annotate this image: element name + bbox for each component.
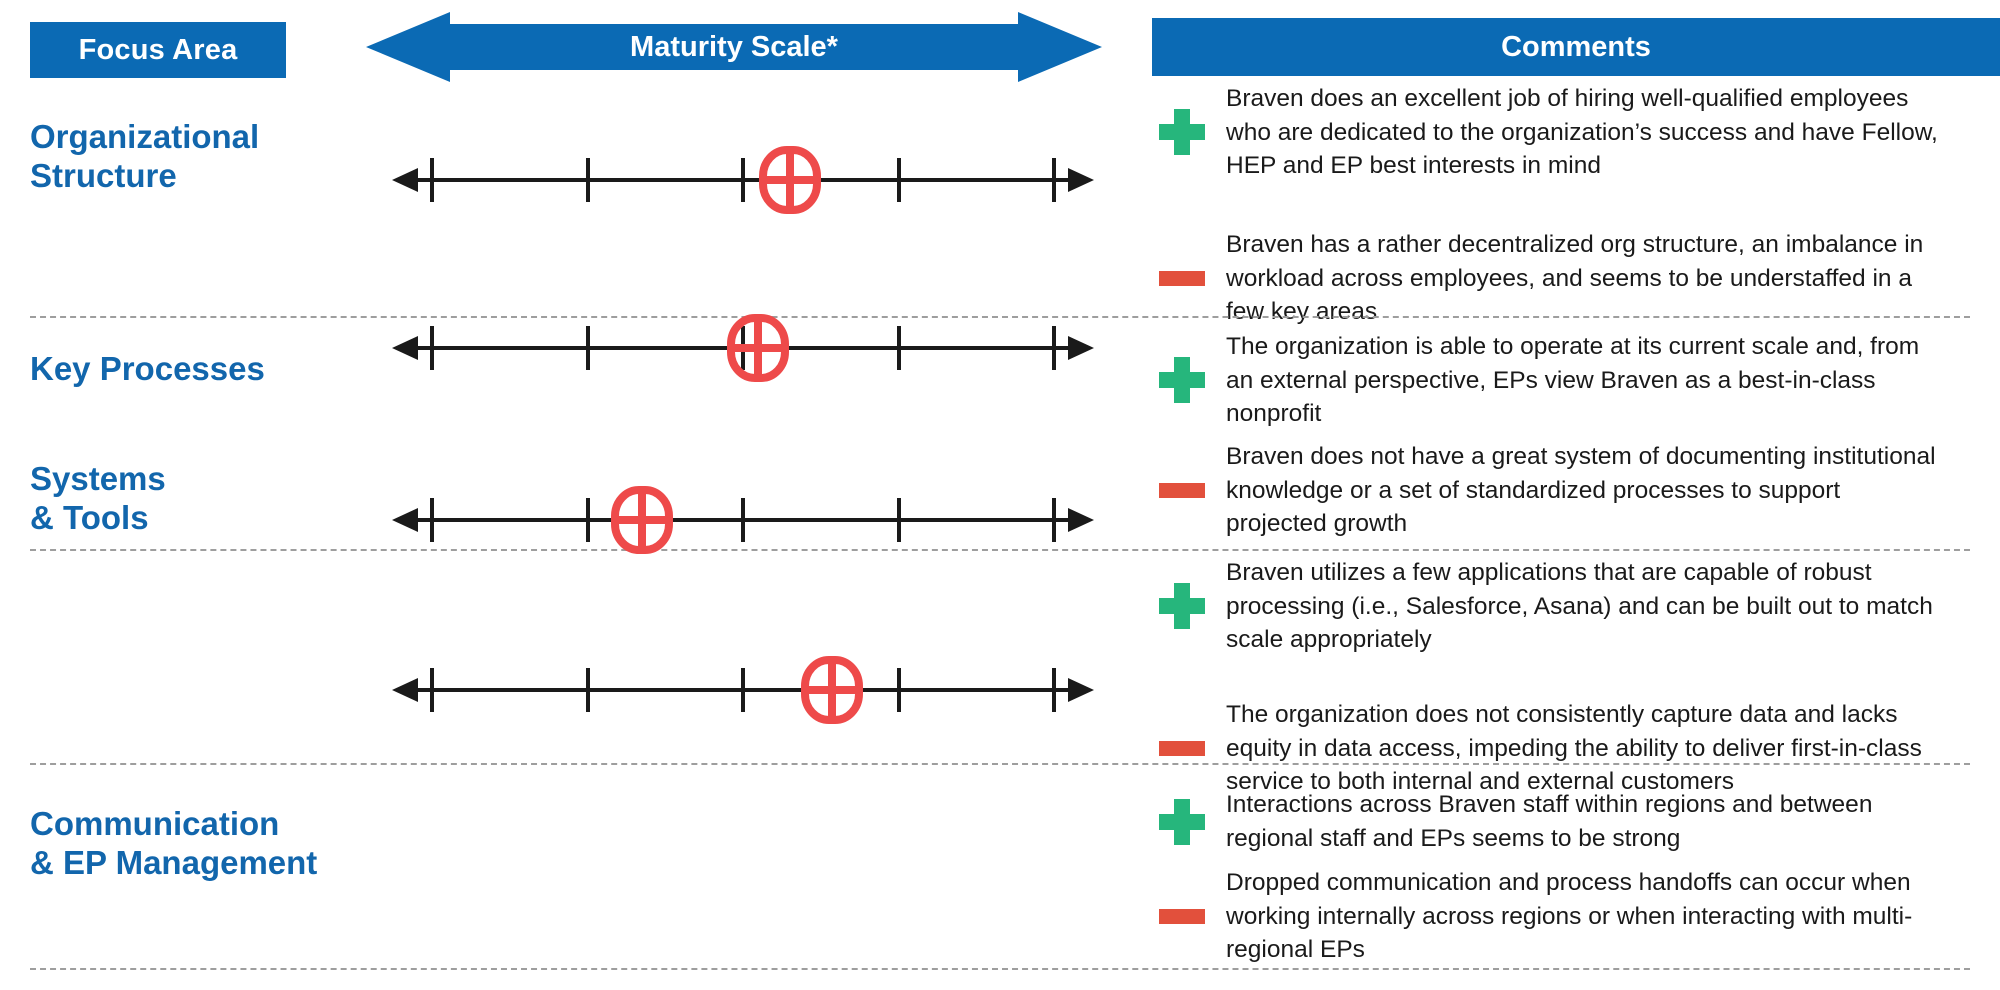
minus-icon-wrap [1152, 228, 1212, 329]
maturity-scale-axis [392, 486, 1094, 554]
comment-text: Braven utilizes a few applications that … [1226, 559, 1933, 654]
comment-text: Braven does an excellent job of hiring w… [1226, 85, 1938, 180]
comment-text: The organization does not consistently c… [1226, 701, 1922, 796]
plus-icon-wrap [1152, 82, 1212, 183]
focus-label-line2: & EP Management [30, 843, 318, 881]
plus-icon-wrap [1152, 330, 1212, 431]
comment-positive: Interactions across Braven staff within … [1152, 788, 1946, 855]
focus-area-communication-ep-management: Communication & EP Management [30, 805, 330, 883]
maturity-marker-icon [759, 146, 821, 214]
focus-area-systems-and-tools: Systems & Tools [30, 460, 330, 538]
maturity-scale-organizational-structure[interactable] [392, 140, 1094, 214]
header-focus-area: Focus Area [30, 22, 286, 78]
minus-icon-wrap [1152, 698, 1212, 799]
focus-label-line1: Communication [30, 805, 280, 842]
focus-label-line2: Structure [30, 156, 177, 194]
comment-text: Interactions across Braven staff within … [1226, 791, 1873, 852]
minus-icon [1159, 740, 1205, 756]
focus-area-key-processes: Key Processes [30, 350, 330, 389]
comment-negative: The organization does not consistently c… [1152, 698, 1946, 799]
header-maturity-scale-arrow: Maturity Scale* [366, 10, 1102, 84]
minus-icon-wrap [1152, 440, 1212, 541]
plus-icon-wrap [1152, 556, 1212, 657]
maturity-scale-axis [392, 656, 1094, 724]
comment-positive: The organization is able to operate at i… [1152, 330, 1946, 431]
header-focus-area-label: Focus Area [78, 33, 238, 66]
comment-negative: Dropped communication and process handof… [1152, 866, 1946, 967]
maturity-scale-key-processes[interactable] [392, 308, 1094, 382]
plus-icon [1159, 583, 1205, 630]
double-arrow-shape [366, 12, 1102, 82]
row-divider [30, 968, 1970, 970]
focus-label-line2: & Tools [30, 498, 149, 536]
focus-label-line1: Systems [30, 460, 166, 497]
maturity-scale-communication-ep-management[interactable] [392, 650, 1094, 724]
comment-positive: Braven utilizes a few applications that … [1152, 556, 1946, 657]
minus-icon-wrap [1152, 866, 1212, 967]
maturity-marker-icon [801, 656, 863, 724]
header-comments-label: Comments [1501, 30, 1651, 63]
plus-icon-wrap [1152, 788, 1212, 855]
comment-text: Braven does not have a great system of d… [1226, 443, 1936, 538]
focus-area-organizational-structure: Organizational Structure [30, 118, 330, 196]
minus-icon [1159, 482, 1205, 498]
minus-icon [1159, 270, 1205, 286]
header-comments: Comments [1152, 18, 2000, 76]
comment-negative: Braven has a rather decentralized org st… [1152, 228, 1946, 329]
focus-label-line1: Organizational [30, 118, 260, 155]
comment-text: Braven has a rather decentralized org st… [1226, 231, 1924, 326]
comment-text: Dropped communication and process handof… [1226, 869, 1913, 964]
row-divider [30, 549, 1970, 551]
row-divider [30, 763, 1970, 765]
row-divider [30, 316, 1970, 318]
maturity-scale-systems-and-tools[interactable] [392, 480, 1094, 554]
comment-negative: Braven does not have a great system of d… [1152, 440, 1946, 541]
plus-icon [1159, 798, 1205, 845]
comment-text: The organization is able to operate at i… [1226, 333, 1920, 428]
table-header: Focus Area Maturity Scale* Comments [0, 0, 2000, 92]
plus-icon [1159, 109, 1205, 156]
maturity-scale-axis [392, 314, 1094, 382]
focus-label-line1: Key Processes [30, 350, 265, 387]
minus-icon [1159, 908, 1205, 924]
maturity-marker-icon [611, 486, 673, 554]
maturity-scale-axis [392, 146, 1094, 214]
comment-positive: Braven does an excellent job of hiring w… [1152, 82, 1946, 183]
plus-icon [1159, 357, 1205, 404]
maturity-marker-icon [727, 314, 789, 382]
